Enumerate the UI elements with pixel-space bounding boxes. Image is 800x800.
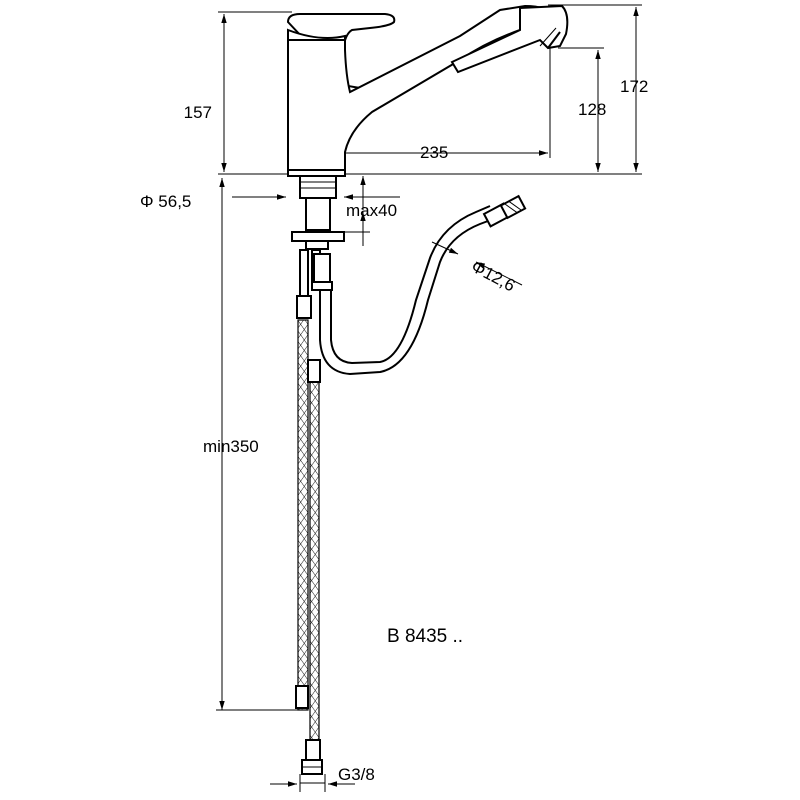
threaded-shank <box>305 197 331 231</box>
spray-head <box>450 4 569 74</box>
dim-max-thickness: max40 <box>346 201 397 220</box>
dim-height-outlet: 128 <box>578 100 606 119</box>
faucet-body <box>286 4 569 250</box>
dim-diameter-base: Φ 56,5 <box>140 192 191 211</box>
dim-connection-thread: G3/8 <box>338 765 375 784</box>
product-code: B 8435 .. <box>387 626 463 647</box>
dimension-lines <box>216 7 639 787</box>
mounting-nut <box>305 240 329 250</box>
pull-out-hose <box>311 194 527 376</box>
dim-diameter-hose: Φ12,6 <box>468 257 518 296</box>
supply-hoses <box>295 249 326 792</box>
dim-height-total: 172 <box>620 77 648 96</box>
mounting-plate <box>291 231 345 242</box>
dim-reach: 235 <box>420 143 448 162</box>
dimension-labels: 157 172 128 235 Φ 56,5 max40 Φ12,6 min35… <box>140 77 648 784</box>
hose-end-fitting <box>482 194 527 228</box>
shank <box>299 175 337 199</box>
dim-min-hose-length: min350 <box>203 437 259 456</box>
dim-height-spout: 157 <box>184 103 212 122</box>
